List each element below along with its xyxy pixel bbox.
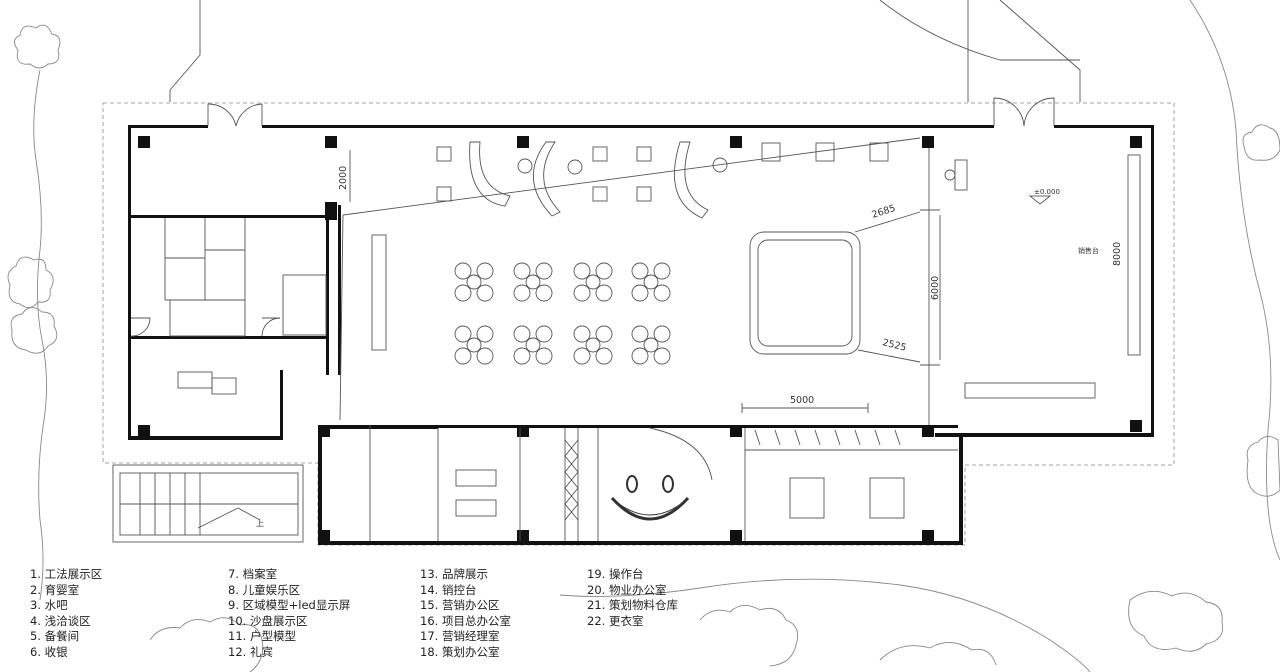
legend-item: 21. 策划物料仓库 <box>587 598 678 613</box>
legend-item: 22. 更衣室 <box>587 613 644 628</box>
legend-column-4: 19. 操作台 20. 物业办公室 21. 策划物料仓库 22. 更衣室 <box>587 567 678 629</box>
dimension-2000: 2000 <box>338 166 349 190</box>
negotiation-table-set <box>513 325 553 365</box>
legend-item: 12. 礼宾 <box>228 644 273 659</box>
stair-up-mark: 上 <box>256 519 264 528</box>
legend-item: 9. 区域模型+led显示屏 <box>228 598 351 613</box>
legend-column-2: 7. 档案室 8. 儿童娱乐区 9. 区域模型+led显示屏 10. 沙盘展示区… <box>228 567 350 661</box>
legend-item: 10. 沙盘展示区 <box>228 613 308 628</box>
smile-logo <box>610 475 690 521</box>
legend-item: 3. 水吧 <box>30 598 68 613</box>
sales-desk-label: 销售台 <box>1078 246 1099 255</box>
legend-item: 20. 物业办公室 <box>587 582 667 597</box>
legend-item: 4. 浅洽谈区 <box>30 613 91 628</box>
legend-item: 14. 销控台 <box>420 582 477 597</box>
negotiation-table-set <box>573 262 613 302</box>
legend-item: 7. 档案室 <box>228 567 278 581</box>
level-mark: ±0.000 <box>1034 188 1060 196</box>
legend-item: 13. 品牌展示 <box>420 567 488 581</box>
partitions <box>130 148 1141 541</box>
legend-column-3: 13. 品牌展示 14. 销控台 15. 营销办公区 16. 项目总办公室 17… <box>420 567 511 661</box>
dimension-2525: 2525 <box>881 337 907 354</box>
legend-item: 16. 项目总办公室 <box>420 613 511 628</box>
legend-item: 5. 备餐间 <box>30 629 80 644</box>
legend-item: 8. 儿童娱乐区 <box>228 582 301 597</box>
legend-column-1: 1. 工法展示区 2. 育婴室 3. 水吧 4. 浅洽谈区 5. 备餐间 6. … <box>30 567 102 661</box>
entry-doors <box>207 97 1055 127</box>
display-area <box>339 137 921 421</box>
negotiation-tables <box>454 262 671 365</box>
site-boundary <box>102 102 1175 546</box>
dimension-6000: 6000 <box>930 276 941 300</box>
site-lines <box>169 0 1081 102</box>
legend-item: 2. 育婴室 <box>30 582 80 597</box>
legend-item: 17. 营销经理室 <box>420 629 500 644</box>
negotiation-table-set <box>513 262 553 302</box>
dimension-5000: 5000 <box>790 395 814 406</box>
negotiation-table-set <box>454 262 494 302</box>
exterior-walls <box>128 125 1154 545</box>
negotiation-table-set <box>454 325 494 365</box>
negotiation-table-set <box>573 325 613 365</box>
legend-item: 11. 户型模型 <box>228 629 296 644</box>
tree-outlines <box>7 0 1280 672</box>
legend-item: 19. 操作台 <box>587 567 644 581</box>
dimension-lines <box>349 150 1141 413</box>
negotiation-table-set <box>631 262 671 302</box>
stair <box>112 464 304 543</box>
legend-item: 6. 收银 <box>30 644 68 659</box>
negotiation-table-set <box>631 325 671 365</box>
dimension-2685: 2685 <box>871 203 897 221</box>
legend-item: 1. 工法展示区 <box>30 567 103 581</box>
dimension-8000: 8000 <box>1112 242 1123 266</box>
legend-item: 18. 策划办公室 <box>420 644 500 659</box>
legend-item: 15. 营销办公区 <box>420 598 500 613</box>
